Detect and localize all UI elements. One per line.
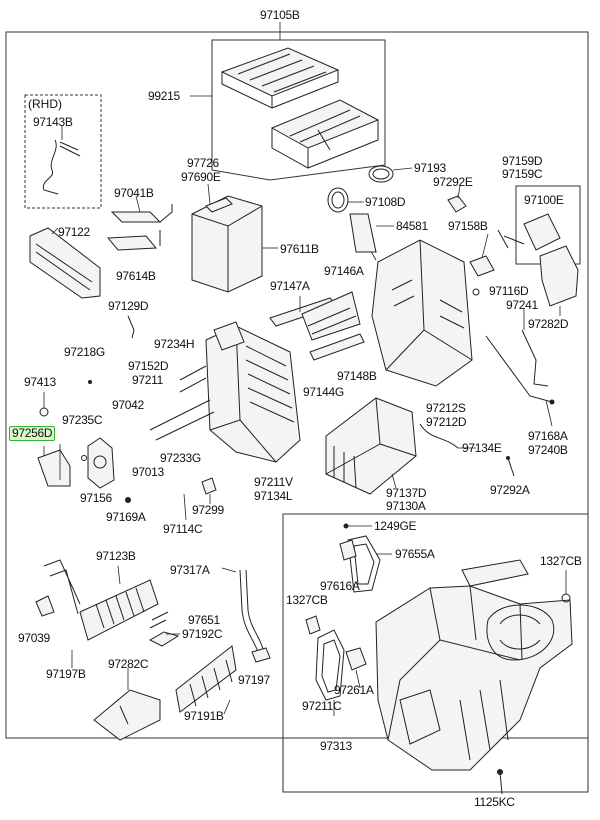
- label-97039[interactable]: 97039: [18, 631, 50, 645]
- label-97114C[interactable]: 97114C: [163, 522, 203, 536]
- label-97134L[interactable]: 97134L: [254, 489, 293, 503]
- label-97191B[interactable]: 97191B: [184, 709, 224, 723]
- label-97241[interactable]: 97241: [506, 298, 538, 312]
- label-1327CB-left[interactable]: 1327CB: [286, 593, 328, 607]
- label-97134E[interactable]: 97134E: [462, 441, 502, 455]
- label-97108D[interactable]: 97108D: [365, 195, 406, 209]
- label-97413[interactable]: 97413: [24, 375, 56, 389]
- label-97211V[interactable]: 97211V: [254, 475, 293, 489]
- label-97168A[interactable]: 97168A: [528, 429, 568, 443]
- label-97156[interactable]: 97156: [80, 491, 112, 505]
- label-84581[interactable]: 84581: [396, 219, 428, 233]
- label-97211[interactable]: 97211: [132, 373, 163, 387]
- label-97651[interactable]: 97651: [188, 613, 220, 627]
- label-97299[interactable]: 97299: [192, 503, 224, 517]
- evaporator-core-97191B: [175, 645, 237, 713]
- label-97313[interactable]: 97313: [320, 739, 352, 753]
- blower-case-97611B: [191, 195, 263, 293]
- label-97105B[interactable]: 97105B: [260, 8, 300, 22]
- label-97013[interactable]: 97013: [132, 465, 164, 479]
- label-97690E[interactable]: 97690E: [181, 170, 221, 184]
- label-97234H[interactable]: 97234H: [154, 337, 195, 351]
- duct-97122: [29, 227, 101, 299]
- label-97292E[interactable]: 97292E: [433, 175, 473, 189]
- label-97147A[interactable]: 97147A: [270, 279, 310, 293]
- label-97614B[interactable]: 97614B: [116, 269, 156, 283]
- label-97212D[interactable]: 97212D: [426, 415, 467, 429]
- label-97122[interactable]: 97122: [58, 225, 90, 239]
- rhd-box: [24, 94, 102, 209]
- evaporator-case: [205, 321, 301, 463]
- label-97197B[interactable]: 97197B: [46, 667, 86, 681]
- label-97143B[interactable]: 97143B: [33, 115, 73, 129]
- label-97042[interactable]: 97042: [112, 398, 144, 412]
- label-99215[interactable]: 99215: [148, 89, 180, 103]
- label-97282C[interactable]: 97282C: [108, 657, 149, 671]
- lower-right-frame: [282, 513, 589, 793]
- label-97726[interactable]: 97726: [187, 156, 219, 170]
- label-97218G[interactable]: 97218G: [64, 345, 105, 359]
- label-97212S[interactable]: 97212S: [426, 401, 466, 415]
- label-97146A[interactable]: 97146A: [324, 264, 364, 278]
- label-97616A[interactable]: 97616A: [320, 579, 360, 593]
- label-97192C[interactable]: 97192C: [182, 627, 223, 641]
- label-1125KC[interactable]: 1125KC: [474, 795, 515, 809]
- hvac-assembly: [375, 559, 573, 771]
- label-97137D[interactable]: 97137D: [386, 486, 427, 500]
- label-97235C[interactable]: 97235C: [62, 413, 103, 427]
- air-filter-upper: [220, 47, 340, 109]
- label-97129D[interactable]: 97129D: [108, 299, 149, 313]
- label-97282D[interactable]: 97282D: [528, 317, 569, 331]
- filter-frame: [211, 39, 386, 181]
- label-97211C[interactable]: 97211C: [302, 699, 342, 713]
- label-97261A[interactable]: 97261A: [334, 683, 374, 697]
- heater-core-97123B: [43, 559, 159, 641]
- label-97158B[interactable]: 97158B: [448, 219, 488, 233]
- label-97256D[interactable]: 97256D: [9, 426, 56, 441]
- label-97655A[interactable]: 97655A: [395, 547, 435, 561]
- label-97292A[interactable]: 97292A: [490, 483, 530, 497]
- label-97611B[interactable]: 97611B: [280, 242, 319, 256]
- label-97233G[interactable]: 97233G: [160, 451, 201, 465]
- outer-frame: [5, 31, 589, 739]
- label-1327CB-right[interactable]: 1327CB: [540, 554, 582, 568]
- label-97240B[interactable]: 97240B: [528, 443, 568, 457]
- label-97123B[interactable]: 97123B: [96, 549, 136, 563]
- label-97197[interactable]: 97197: [238, 673, 270, 687]
- label-97116D[interactable]: 97116D: [489, 284, 529, 298]
- rhd-caption: (RHD): [28, 97, 62, 111]
- case-97137D: [325, 397, 417, 495]
- label-1249GE[interactable]: 1249GE: [374, 519, 417, 533]
- air-filter-lower: [270, 99, 380, 169]
- label-97159C[interactable]: 97159C: [502, 167, 543, 181]
- label-97148B[interactable]: 97148B: [337, 369, 377, 383]
- label-97130A[interactable]: 97130A: [386, 499, 426, 513]
- label-97100E[interactable]: 97100E: [524, 193, 564, 207]
- label-97317A[interactable]: 97317A: [170, 563, 210, 577]
- label-97041B[interactable]: 97041B: [114, 186, 154, 200]
- heater-case-upper: [371, 239, 473, 387]
- label-97159D[interactable]: 97159D: [502, 154, 543, 168]
- label-97144G[interactable]: 97144G: [303, 385, 344, 399]
- label-97152D[interactable]: 97152D: [128, 359, 169, 373]
- label-97169A[interactable]: 97169A: [106, 510, 146, 524]
- label-97193[interactable]: 97193: [414, 161, 446, 175]
- actuator-97156: [87, 437, 115, 489]
